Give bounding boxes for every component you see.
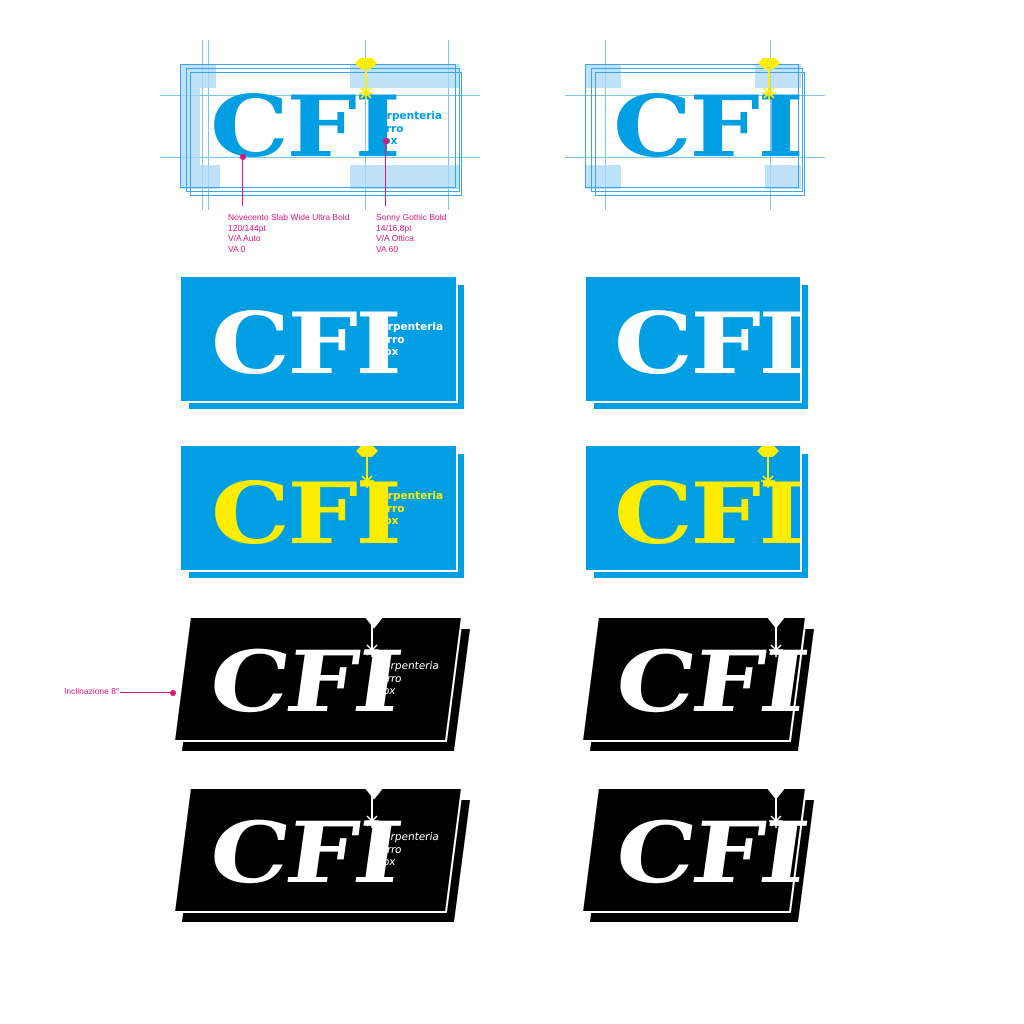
spark-icon (356, 446, 378, 488)
spark-icon (769, 619, 783, 657)
logo-initials: CFI (211, 294, 402, 393)
font-main-annotation: Novecento Slab Wide Ultra Bold 120/144pt… (228, 212, 350, 254)
spark-icon (758, 58, 780, 100)
spark-icon (355, 58, 377, 100)
construction-logo-compact: CFI (565, 40, 825, 210)
skew-pointer (120, 690, 176, 696)
logo-card-blue-white-compact: CFI (586, 277, 811, 411)
logo-card-black-compact-1: CFI (578, 615, 823, 755)
font-sub-annotation: Sonny Gothic Bold 14/16,8pt V/A Ottica V… (376, 212, 447, 254)
logo-initials: CFI (614, 294, 805, 393)
logo-initials: CFI (613, 77, 804, 176)
spark-icon (769, 790, 783, 828)
logo-initials: CFI (211, 464, 402, 563)
logo-card-blue-yellow-compact: CFI (586, 446, 811, 580)
skew-annotation: Inclinazione 8° (64, 686, 120, 696)
spark-icon (757, 446, 779, 488)
logo-card-black-compact-2: CFI (578, 786, 823, 926)
spark-icon (365, 619, 379, 657)
spark-icon (365, 790, 379, 828)
